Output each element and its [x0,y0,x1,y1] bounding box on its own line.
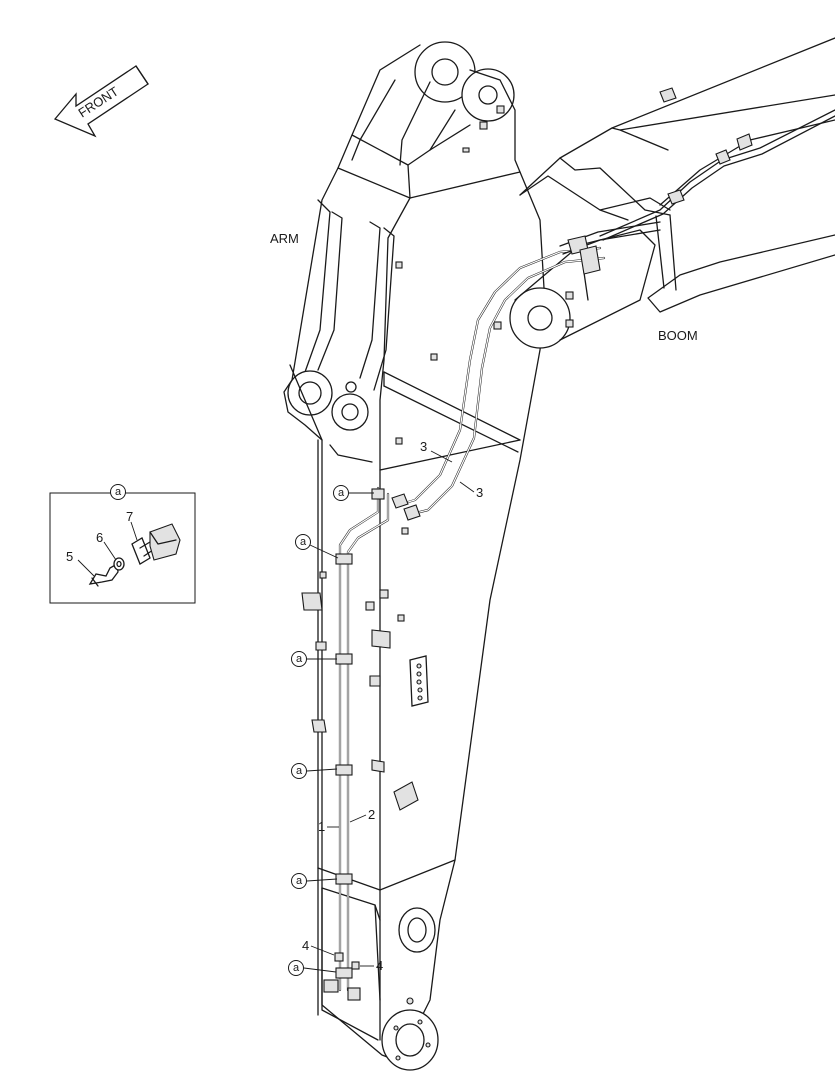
part-label-3-upper: 3 [420,439,427,454]
boom-label: BOOM [658,328,698,343]
detail-callout-label: a [338,487,345,499]
detail-callouts: a a a a a a [288,485,374,976]
hoses [391,221,661,521]
part-label-4-right: 4 [376,958,383,973]
front-arrow: FRONT [53,65,149,138]
part-label-7: 7 [126,509,133,524]
detail-callout: a [288,960,337,976]
detail-inset: a 5 6 7 [49,484,196,604]
arm [283,41,656,1071]
detail-inset-ref: a [115,486,122,498]
part-label-5: 5 [66,549,73,564]
detail-callout-label: a [296,765,303,777]
part-labels: ARM BOOM 3 3 1 2 4 4 [270,231,698,973]
detail-callout-label: a [296,653,303,665]
detail-callout: a [291,651,337,667]
part-label-1: 1 [318,819,325,834]
detail-callout-label: a [293,962,300,974]
detail-callout-label: a [296,875,303,887]
part-label-3-lower: 3 [476,485,483,500]
part-label-6: 6 [96,530,103,545]
arm-label: ARM [270,231,299,246]
detail-callout-label: a [300,536,307,548]
pipes [323,486,390,1001]
part-label-2: 2 [368,807,375,822]
detail-callout: a [291,763,338,779]
part-label-4-left: 4 [302,938,309,953]
boom [519,37,835,313]
detail-callout: a [333,485,374,501]
detail-callout: a [295,534,339,559]
detail-callout: a [291,873,338,889]
